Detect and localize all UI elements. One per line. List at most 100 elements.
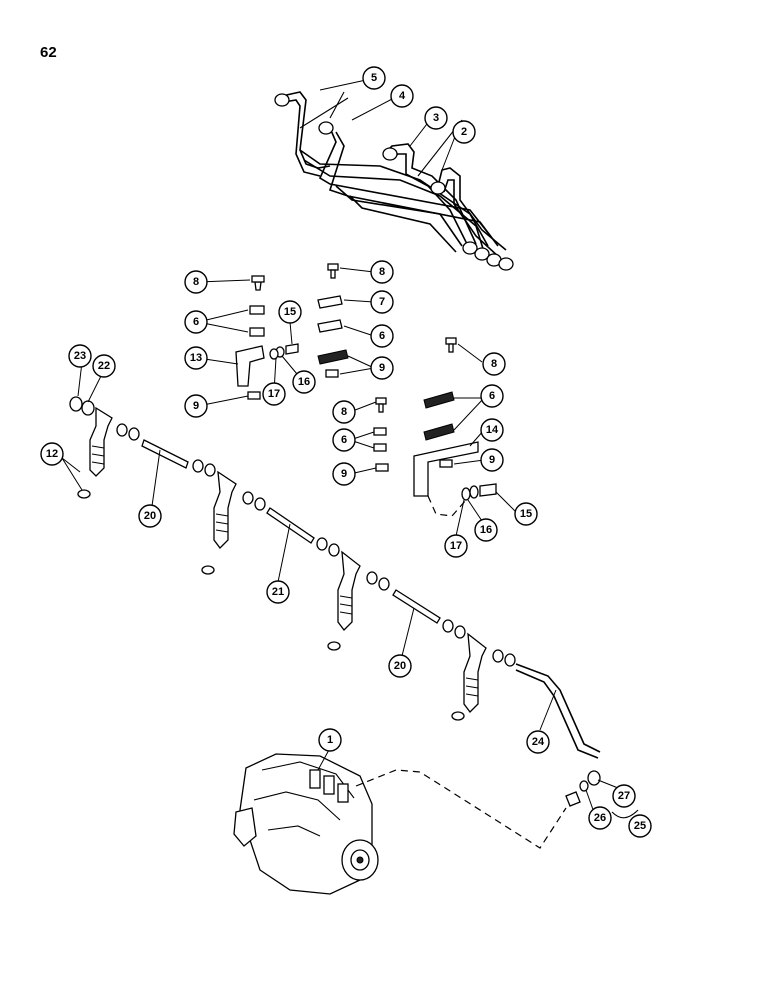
svg-text:17: 17 [450,540,462,552]
connector [565,791,581,807]
union-nut [382,147,398,161]
clamp-block [423,391,455,409]
callout-22: 22 [92,354,116,378]
nut [439,459,453,468]
union-nut [430,181,446,195]
bolt [479,483,497,497]
callout-9: 9 [332,462,356,486]
bracket-25 [611,809,639,819]
callout-8: 8 [370,260,394,284]
callout-21: 21 [266,580,290,604]
svg-text:9: 9 [379,362,385,374]
svg-text:20: 20 [394,660,406,672]
callout-6: 6 [370,324,394,348]
callout-7: 7 [370,290,394,314]
callout-13: 13 [184,346,208,370]
nut [325,369,339,378]
leak-off-pipe [141,439,189,469]
svg-text:6: 6 [489,390,495,402]
callout-15: 15 [514,502,538,526]
injectors-and-leakoff [69,396,601,807]
callout-16: 16 [474,518,498,542]
callout-6: 6 [184,310,208,334]
callout-17: 17 [444,534,468,558]
lockwasher [461,487,471,501]
callout-15: 15 [278,300,302,324]
nut [375,463,389,472]
clamp-block [317,319,343,333]
svg-text:5: 5 [371,72,377,84]
callout-9: 9 [370,356,394,380]
leak-off-pipe [392,589,441,624]
callout-20: 20 [388,654,412,678]
clamp-block [317,295,343,309]
bolt [285,343,299,355]
injection-pump [233,753,379,895]
callout-25: 25 [628,814,652,838]
clamp-block [317,349,349,365]
svg-text:23: 23 [74,350,86,362]
union-nut [462,241,478,255]
svg-text:8: 8 [193,276,199,288]
svg-text:26: 26 [594,812,606,824]
bolt-shank [448,343,454,353]
callout-23: 23 [68,344,92,368]
callout-1: 1 [318,728,342,752]
bracket [235,345,265,387]
svg-text:15: 15 [284,306,296,318]
page-number: 62 [40,44,57,61]
svg-text:21: 21 [272,586,284,598]
return-pipe [515,663,601,753]
svg-text:6: 6 [341,434,347,446]
callout-4: 4 [390,84,414,108]
callout-14: 14 [480,418,504,442]
callout-8: 8 [482,352,506,376]
svg-text:25: 25 [634,820,646,832]
olive [579,780,589,792]
callout-9: 9 [184,394,208,418]
callout-6: 6 [332,428,356,452]
callout-27: 27 [612,784,636,808]
fitting-nut [587,770,601,786]
svg-text:9: 9 [341,468,347,480]
callout-3: 3 [424,106,448,130]
bracket [413,441,479,497]
injector [442,619,516,721]
clamp-hardware [235,263,497,517]
union-nut [498,257,514,271]
svg-text:3: 3 [433,112,439,124]
callout-8: 8 [332,400,356,424]
svg-text:13: 13 [190,352,202,364]
clamp-half [373,427,387,436]
callout-16: 16 [292,370,316,394]
callout-2: 2 [452,120,476,144]
bolt-head [375,397,387,405]
nut [247,391,261,400]
svg-text:1: 1 [327,734,333,746]
bolt-shank [378,403,384,413]
clamp-half [249,305,265,315]
svg-text:6: 6 [193,316,199,328]
union-nut [318,121,334,135]
callout-8: 8 [184,270,208,294]
injection-lines-assembly [274,91,514,271]
callout-6: 6 [480,384,504,408]
injector [69,396,140,499]
svg-text:8: 8 [491,358,497,370]
bolt [254,281,262,291]
svg-text:12: 12 [46,448,58,460]
bolt-head [327,263,339,271]
svg-text:15: 15 [520,508,532,520]
callout-20: 20 [138,504,162,528]
bolt-head [445,337,457,345]
lockwasher [269,348,279,360]
svg-text:27: 27 [618,790,630,802]
svg-text:8: 8 [379,266,385,278]
leak-off-route [355,769,567,849]
svg-text:24: 24 [532,736,545,748]
clamp-block [423,423,455,441]
svg-text:8: 8 [341,406,347,418]
svg-text:22: 22 [98,360,110,372]
svg-text:9: 9 [193,400,199,412]
